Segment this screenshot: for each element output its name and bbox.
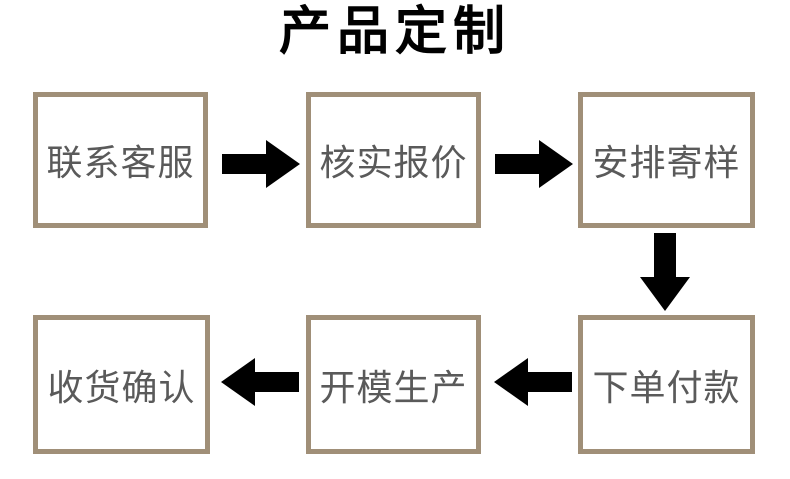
- flow-node-label: 收货确认: [47, 366, 196, 408]
- flow-node-label: 核实报价: [319, 142, 468, 183]
- arrow-left-icon: [221, 356, 299, 408]
- flow-node-place-order-payment[interactable]: 下单付款: [578, 315, 755, 454]
- arrow-left-icon: [494, 356, 572, 408]
- arrow-right-icon: [495, 138, 573, 190]
- flow-node-receipt-confirm[interactable]: 收货确认: [33, 315, 210, 454]
- arrow-right-icon: [222, 138, 300, 190]
- flow-node-verify-quote[interactable]: 核实报价: [306, 92, 481, 228]
- flow-node-label: 下单付款: [592, 366, 741, 408]
- flow-node-arrange-sample[interactable]: 安排寄样: [578, 92, 755, 228]
- flow-node-label: 联系客服: [46, 142, 195, 183]
- flow-node-contact-support[interactable]: 联系客服: [33, 92, 208, 228]
- flow-node-mold-production[interactable]: 开模生产: [306, 315, 481, 454]
- page-title: 产品定制: [278, 3, 511, 61]
- arrow-down-icon: [638, 233, 692, 311]
- flow-node-label: 开模生产: [319, 366, 468, 408]
- flow-node-label: 安排寄样: [592, 142, 741, 183]
